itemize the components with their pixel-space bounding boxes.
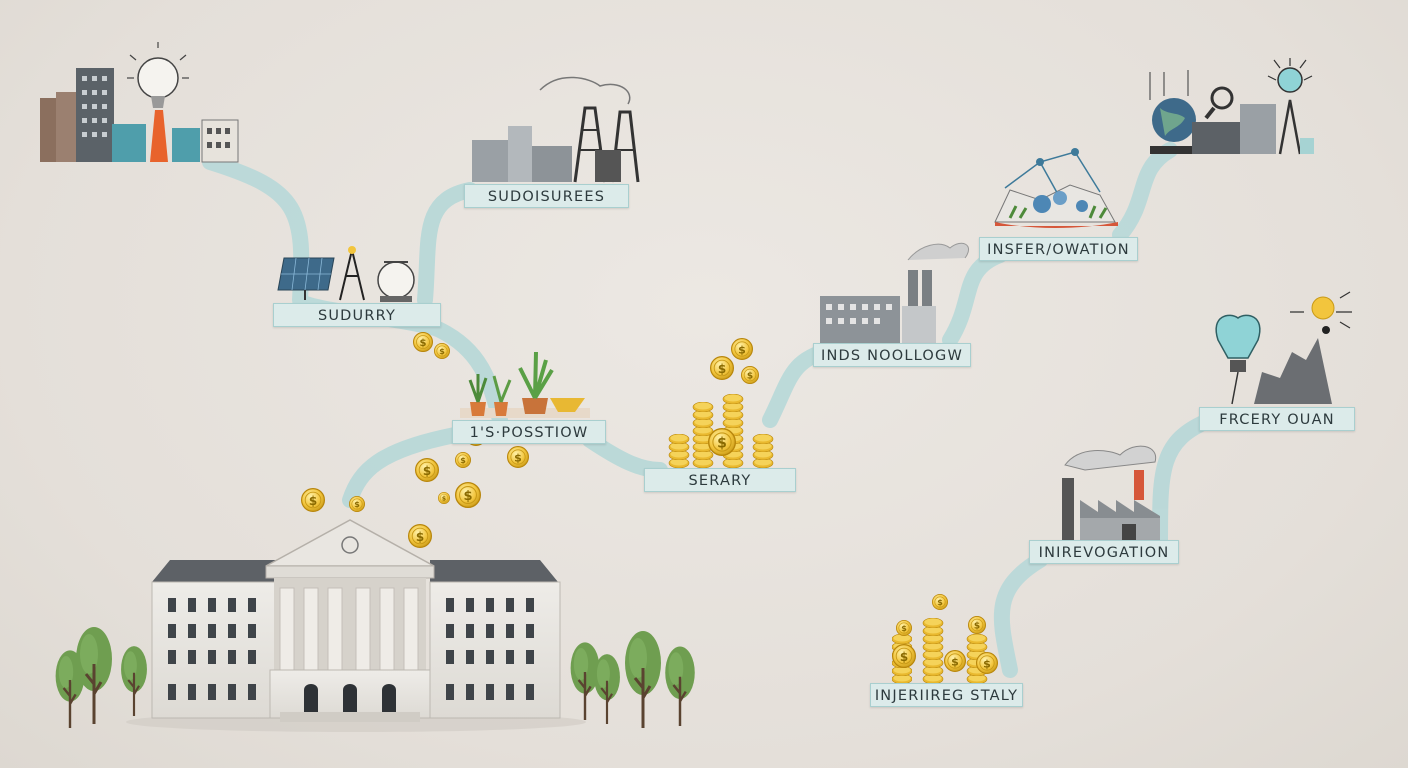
label-injeriireg-staly: INJERIIREG STALY [870,683,1023,707]
coin-stacks-icon [668,394,774,468]
city-lightbulb-icon [40,42,239,163]
tree-icon [74,625,114,724]
globe-tower-icon [1149,58,1314,155]
factory-smokestacks-icon [820,242,970,344]
path-right-upper [762,142,1178,428]
label-inirevogation: INIREVOGATION [1029,540,1179,564]
tree-icon [592,653,622,724]
factory-smoke-icon [1062,445,1160,542]
path-right-lower [993,412,1218,678]
label-sudurry: SUDURRY [273,303,441,327]
bank-building-icon [126,519,586,732]
label-serary: SERARY [644,468,796,492]
label-sudoisurees: SUDOISUREES [464,184,629,208]
potted-plants-icon [460,351,590,418]
label-frcery-ouan: FRCERY OUAN [1199,407,1355,431]
dollar-coin-icon [413,332,433,352]
network-landscape-icon [994,148,1118,228]
dollar-coin-icon [741,366,759,384]
dollar-coin-icon [301,488,325,512]
refinery-towers-icon [472,76,640,183]
tree-icon [623,629,663,728]
dollar-coin-icon [408,524,432,548]
tree-icon [119,644,149,716]
dollar-coin-icon [349,496,365,512]
dollar-coin-icon [455,482,481,508]
coin-stacks-lower-icon [892,594,998,684]
dollar-coin-icon [438,492,450,504]
label-inds-noollogw: INDS NOOLLOGW [813,343,971,367]
dollar-coin-icon [731,338,753,360]
dollar-coin-icon [415,458,439,482]
solar-instruments-icon [277,246,415,302]
dollar-coin-icon [455,452,471,468]
dollar-coin-icon [507,446,529,468]
lightbulb-rocks-icon [1215,291,1352,405]
label-insfer-owation: INSFER/OWATION [979,237,1138,261]
dollar-coin-icon [434,343,450,359]
path-left-mid [417,182,478,308]
label-posstiow: 1'S·POSSTIOW [452,420,606,444]
dollar-coin-icon [710,356,734,380]
tree-icon [663,645,697,726]
